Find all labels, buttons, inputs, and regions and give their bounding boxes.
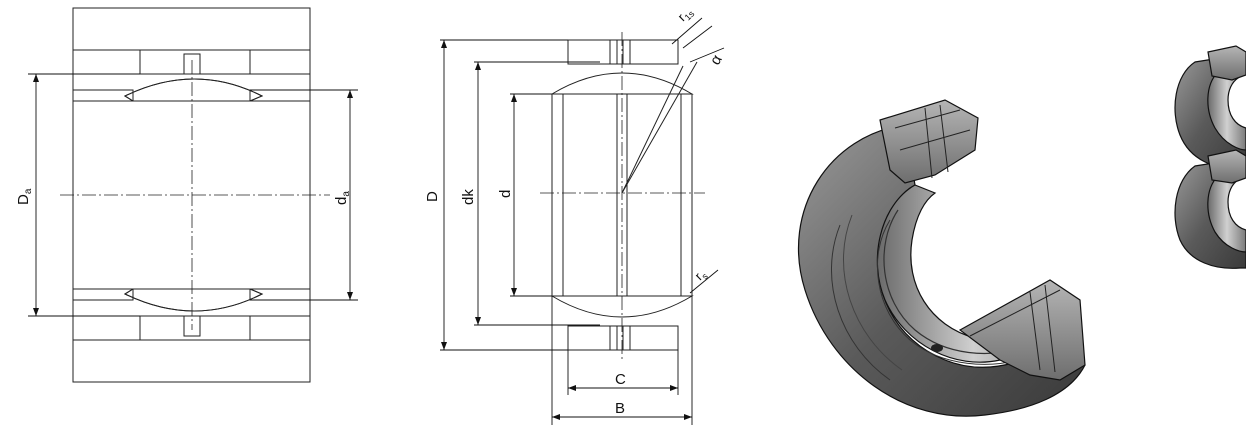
svg-text:da: da: [333, 191, 352, 205]
bearing-dimension-section: D dk d C B r1s α: [424, 3, 726, 425]
radius-rs-label: rs: [692, 266, 711, 285]
dimension-d-label: d: [497, 190, 514, 198]
dimension-da-label: da: [333, 191, 352, 205]
bearing-3d-render: [797, 99, 1086, 417]
svg-text:Da: Da: [15, 188, 34, 205]
dimension-Da-label: Da: [15, 188, 34, 205]
bearing-thumbnail-top: [1174, 45, 1246, 169]
assembly-section: Da da: [15, 7, 358, 383]
dimension-C-label: C: [615, 371, 626, 388]
dimension-B-label: B: [615, 400, 625, 417]
dimension-dk-label: dk: [460, 189, 477, 205]
dimension-D-label: D: [424, 191, 441, 202]
bearing-thumbnail-bottom: [1174, 149, 1246, 269]
radius-r1s-label: r1s: [675, 3, 697, 25]
